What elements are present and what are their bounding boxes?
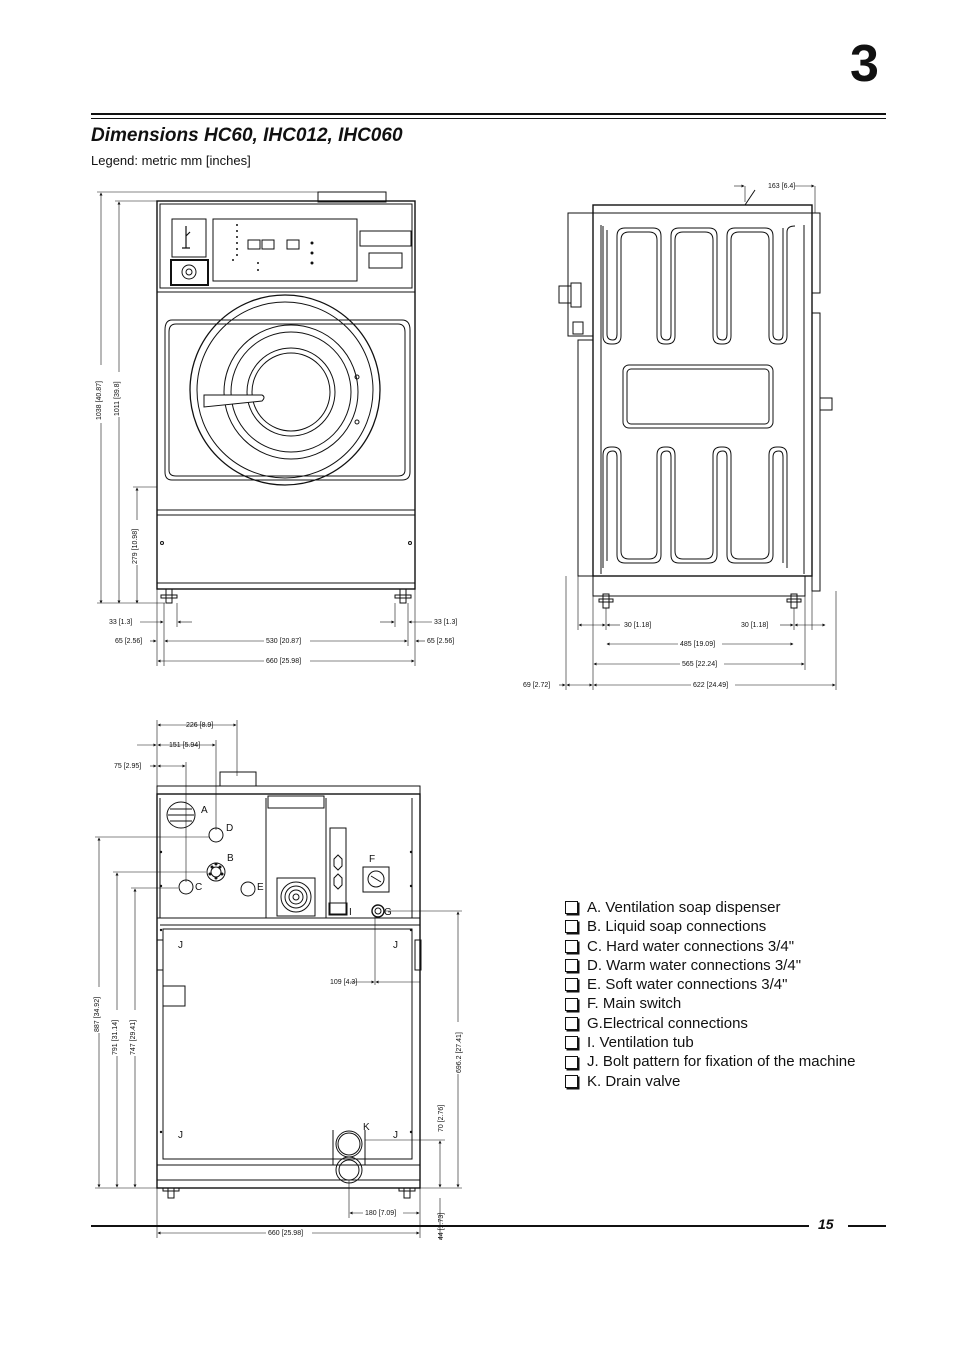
dim-side-foot-right: 30 [1.18] [741, 622, 768, 629]
checkbox-icon [565, 1074, 578, 1088]
dim-rear-v2: 791 [31.14] [112, 1020, 119, 1055]
label-k: K [363, 1122, 370, 1133]
dim-rear-d3: 75 [2.95] [114, 763, 141, 770]
dim-rear-width: 660 [25.98] [268, 1230, 303, 1237]
units-legend: Legend: metric mm [inches] [91, 153, 251, 168]
dim-front-foot-right: 33 [1.3] [434, 619, 457, 626]
legend-item-c: C. Hard water connections 3/4" [565, 937, 855, 956]
dim-front-total-height: 1038 [40.87] [96, 381, 103, 420]
label-c: C [195, 882, 202, 893]
dim-side-top-offset: 163 [6.4] [768, 183, 795, 190]
checkbox-icon [565, 1036, 578, 1050]
dim-front-feet-span: 530 [20.87] [266, 638, 301, 645]
legend-item-k: K. Drain valve [565, 1072, 855, 1091]
page-number: 15 [818, 1216, 834, 1232]
label-g: G [384, 907, 392, 918]
dim-front-body-height: 1011 [39.8] [114, 381, 121, 416]
dim-side-front-offset: 69 [2.72] [523, 682, 550, 689]
legend-item-e: E. Soft water connections 3/4" [565, 975, 855, 994]
label-b: B [227, 853, 234, 864]
dim-front-lower-height: 279 [10.98] [132, 529, 139, 564]
label-i: I [349, 907, 352, 918]
label-j-bottom-left: J [178, 1130, 183, 1141]
legend-item-a: A. Ventilation soap dispenser [565, 898, 855, 917]
front-view [156, 191, 416, 604]
dim-rear-v3: 747 [29.41] [130, 1020, 137, 1055]
side-view [558, 189, 833, 609]
label-d: D [226, 823, 233, 834]
dim-front-side-right: 65 [2.56] [427, 638, 454, 645]
header-rule-thin [91, 118, 886, 119]
page-title: Dimensions HC60, IHC012, IHC060 [91, 125, 403, 146]
dim-side-total-depth: 622 [24.49] [693, 682, 728, 689]
legend-item-d: D. Warm water connections 3/4" [565, 956, 855, 975]
footer-rule-left [91, 1225, 809, 1227]
dim-front-foot-left: 33 [1.3] [109, 619, 132, 626]
dim-front-side-left: 65 [2.56] [115, 638, 142, 645]
dim-rear-v4: 696.2 [27.41] [456, 1032, 463, 1073]
dim-side-feet-span: 485 [19.09] [680, 641, 715, 648]
label-j-top-right: J [393, 940, 398, 951]
checkbox-icon [565, 939, 578, 953]
dim-rear-drain-width: 180 [7.09] [365, 1210, 396, 1217]
legend-item-f: F. Main switch [565, 994, 855, 1013]
dim-rear-v1: 887 [34.92] [94, 997, 101, 1032]
checkbox-icon [565, 997, 578, 1011]
dim-front-width: 660 [25.98] [266, 658, 301, 665]
checkbox-icon [565, 1055, 578, 1069]
footer-rule-right [848, 1225, 886, 1227]
dim-rear-d1: 226 [8.9] [186, 722, 213, 729]
label-e: E [257, 882, 264, 893]
label-f: F [369, 854, 375, 865]
checkbox-icon [565, 1016, 578, 1030]
rear-view [156, 771, 422, 1199]
chapter-number: 3 [850, 35, 879, 93]
legend-item-b: B. Liquid soap connections [565, 917, 855, 936]
legend-item-i: I. Ventilation tub [565, 1033, 855, 1052]
checkbox-icon [565, 920, 578, 934]
label-j-top-left: J [178, 940, 183, 951]
dim-rear-g-offset: 109 [4.3] [330, 979, 357, 986]
label-a: A [201, 805, 208, 816]
dim-rear-drain-height: 70 [2.76] [438, 1105, 445, 1132]
legend-item-g: G.Electrical connections [565, 1014, 855, 1033]
dim-rear-d2: 151 [5.94] [169, 742, 200, 749]
dim-side-foot-left: 30 [1.18] [624, 622, 651, 629]
label-j-bottom-right: J [393, 1130, 398, 1141]
legend-item-j: J. Bolt pattern for fixation of the mach… [565, 1052, 855, 1071]
component-legend: A. Ventilation soap dispenser B. Liquid … [565, 898, 855, 1091]
checkbox-icon [565, 901, 578, 915]
header-rule [91, 113, 886, 115]
checkbox-icon [565, 959, 578, 973]
checkbox-icon [565, 978, 578, 992]
dim-side-body-depth: 565 [22.24] [682, 661, 717, 668]
